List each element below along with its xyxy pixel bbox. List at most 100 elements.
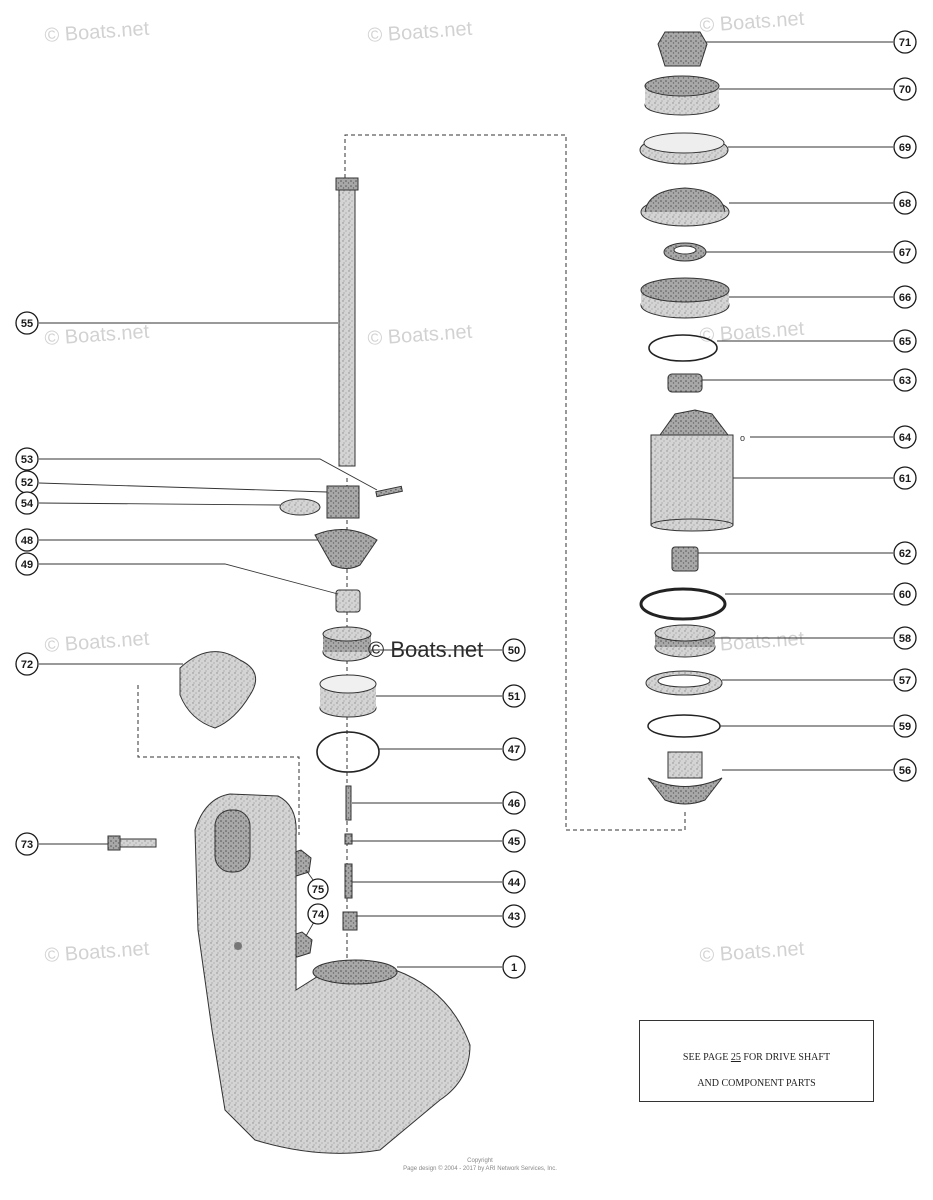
- callout-73: 73: [15, 832, 39, 856]
- svg-text:50: 50: [508, 645, 520, 657]
- small-mark: o: [740, 433, 745, 443]
- watermark: © Boats.net: [44, 321, 151, 350]
- svg-text:51: 51: [508, 691, 520, 703]
- svg-text:60: 60: [899, 589, 911, 601]
- callout-56: 56: [893, 758, 917, 782]
- svg-text:49: 49: [21, 559, 33, 571]
- callout-61: 61: [893, 466, 917, 490]
- watermark-layer: © Boats.net © Boats.net © Boats.net © Bo…: [44, 8, 806, 967]
- callout-75: 75: [307, 878, 329, 900]
- svg-text:48: 48: [21, 535, 33, 547]
- part-43-block: [342, 911, 358, 931]
- callout-44: 44: [502, 870, 526, 894]
- svg-text:57: 57: [899, 675, 911, 687]
- callout-58: 58: [893, 626, 917, 650]
- svg-text:45: 45: [508, 836, 520, 848]
- part-63-bearing: [667, 373, 703, 393]
- svg-text:73: 73: [21, 839, 33, 851]
- part-58-bearing: [654, 624, 716, 658]
- callout-47: 47: [502, 737, 526, 761]
- svg-text:62: 62: [899, 548, 911, 560]
- callout-49: 49: [15, 552, 39, 576]
- callout-63: 63: [893, 368, 917, 392]
- svg-text:46: 46: [508, 798, 520, 810]
- svg-text:71: 71: [899, 37, 911, 49]
- watermark: © Boats.net: [699, 8, 806, 37]
- svg-text:53: 53: [21, 454, 33, 466]
- callout-60: 60: [893, 582, 917, 606]
- callout-67: 67: [893, 240, 917, 264]
- callout-45: 45: [502, 829, 526, 853]
- svg-text:59: 59: [899, 721, 911, 733]
- part-50-bearing: [322, 626, 372, 662]
- part-48-gear: [314, 529, 378, 569]
- part-69-cover: [639, 132, 729, 165]
- part-57-shim: [645, 670, 723, 696]
- note-box: SEE PAGE 25 FOR DRIVE SHAFT AND COMPONEN…: [639, 1020, 874, 1102]
- part-72-anode: [179, 651, 257, 729]
- watermark: © Boats.net: [44, 628, 151, 657]
- part-51-race: [319, 674, 377, 718]
- svg-text:70: 70: [899, 84, 911, 96]
- svg-text:58: 58: [899, 633, 911, 645]
- part-44-rod: [344, 863, 353, 899]
- svg-text:54: 54: [21, 498, 34, 510]
- part-66-race: [640, 277, 730, 319]
- svg-text:55: 55: [21, 318, 33, 330]
- part-62-needle-bearing: [671, 546, 699, 572]
- callout-69: 69: [893, 135, 917, 159]
- watermark: © Boats.net: [367, 321, 474, 350]
- part-61-housing: [650, 409, 734, 532]
- svg-text:67: 67: [899, 247, 911, 259]
- part-59-shim: [647, 714, 721, 738]
- part-54-bushing: [279, 498, 321, 516]
- callout-43: 43: [502, 904, 526, 928]
- svg-text:66: 66: [899, 292, 911, 304]
- svg-text:75: 75: [312, 884, 324, 896]
- part-1-gear-housing: [194, 793, 471, 1154]
- watermark: © Boats.net: [699, 938, 806, 967]
- part-49-bushing: [335, 589, 361, 613]
- note-page-link[interactable]: 25: [730, 1052, 741, 1063]
- svg-text:56: 56: [899, 765, 911, 777]
- svg-text:43: 43: [508, 911, 520, 923]
- part-70-retainer: [644, 75, 720, 116]
- svg-text:63: 63: [899, 375, 911, 387]
- callout-65: 65: [893, 329, 917, 353]
- center-watermark: © Boats.net: [368, 637, 483, 662]
- callout-66: 66: [893, 285, 917, 309]
- callout-57: 57: [893, 668, 917, 692]
- part-45-spring: [344, 833, 353, 845]
- part-73-bolt: [107, 835, 157, 851]
- watermark: © Boats.net: [44, 18, 151, 47]
- part-53-pin: [375, 485, 403, 498]
- part-67-bearing: [663, 242, 707, 262]
- callout-74: 74: [307, 903, 329, 925]
- svg-text:44: 44: [508, 877, 521, 889]
- part-52-clutch: [326, 485, 360, 519]
- callout-68: 68: [893, 191, 917, 215]
- callout-55: 55: [15, 311, 39, 335]
- footer: Copyright Page design © 2004 - 2017 by A…: [330, 1157, 630, 1173]
- svg-text:64: 64: [899, 432, 912, 444]
- callout-50: 50: [502, 638, 526, 662]
- svg-text:65: 65: [899, 336, 911, 348]
- part-56-gear: [647, 751, 723, 805]
- callout-70: 70: [893, 77, 917, 101]
- callout-71: 71: [893, 30, 917, 54]
- note-prefix: SEE PAGE: [682, 1052, 731, 1063]
- footer-line-2: Page design © 2004 - 2017 by ARI Network…: [403, 1166, 557, 1172]
- callout-52: 52: [15, 470, 39, 494]
- svg-text:52: 52: [21, 477, 33, 489]
- watermark: © Boats.net: [367, 18, 474, 47]
- svg-text:68: 68: [899, 198, 911, 210]
- svg-text:61: 61: [899, 473, 911, 485]
- part-47-o-ring: [316, 731, 380, 773]
- part-65-o-ring: [648, 334, 718, 362]
- callout-46: 46: [502, 791, 526, 815]
- callout-1: 1: [502, 955, 526, 979]
- callout-group: 71 70 69 68 67 66 65 63 64 61 62 60 58 5…: [15, 30, 917, 979]
- part-55-shaft: [335, 177, 359, 467]
- svg-text:74: 74: [312, 909, 325, 921]
- callout-54: 54: [15, 491, 39, 515]
